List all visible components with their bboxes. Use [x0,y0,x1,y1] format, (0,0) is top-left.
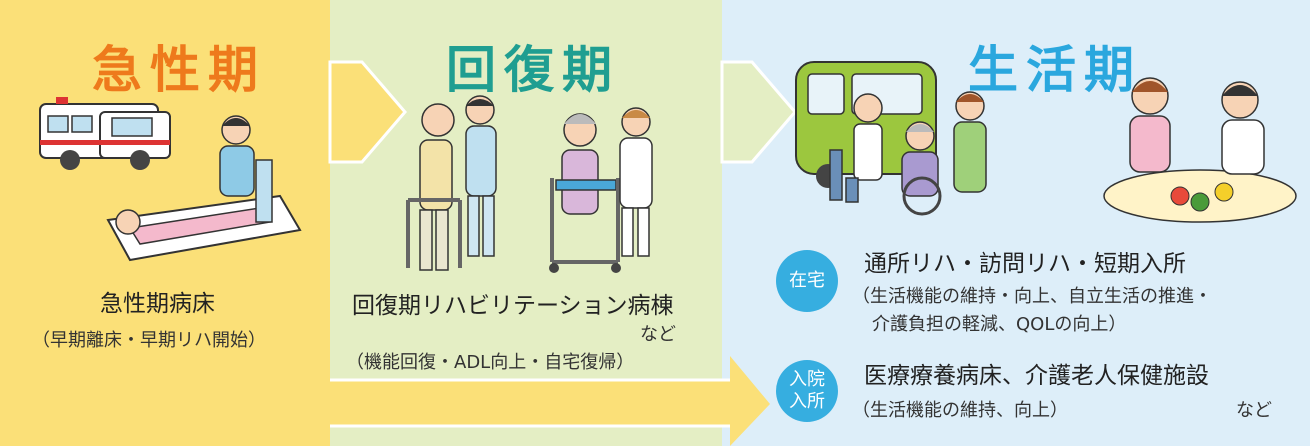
arrow-acute-to-recovery [10,0,405,380]
life-phase-title: 生活期 [968,41,1142,99]
inpatient-etc-label: など [1236,400,1272,421]
recovery-facility-label: 回復期リハビリテーション病棟 [352,293,674,319]
walker-rehab-illustration [406,95,653,273]
arrow-recovery-to-life [720,62,795,162]
home-services-note-line1: （生活機能の維持・向上、自立生活の推進・ [852,286,1212,307]
wheelchair-care-illustration [795,61,987,216]
home-services-note-line2: 介護負担の軽減、QOLの向上） [872,314,1127,335]
recovery-phase-panel [330,0,722,446]
table-activity-illustration [1103,77,1297,223]
recovery-etc-label: など [640,324,676,345]
acute-facility-label: 急性期病床 [100,291,215,317]
patient-bed-illustration [106,115,302,262]
recovery-facility-note: （機能回復・ADL向上・自宅復帰） [346,352,635,373]
inpatient-badge: 入院 入所 [776,360,838,422]
ambulance-illustration [39,97,171,170]
recovery-phase-title: 回復期 [446,41,620,99]
acute-phase-title: 急性期 [92,41,266,99]
arrow-acute-to-inpatient [10,356,770,446]
home-badge: 在宅 [776,250,838,312]
inpatient-facility-label: 医療療養病床、介護老人保健施設 [864,363,1209,389]
inpatient-facility-note: （生活機能の維持、向上） [852,400,1068,421]
home-services-label: 通所リハ・訪問リハ・短期入所 [864,251,1186,277]
acute-facility-note: （早期離床・早期リハ開始） [32,330,266,351]
